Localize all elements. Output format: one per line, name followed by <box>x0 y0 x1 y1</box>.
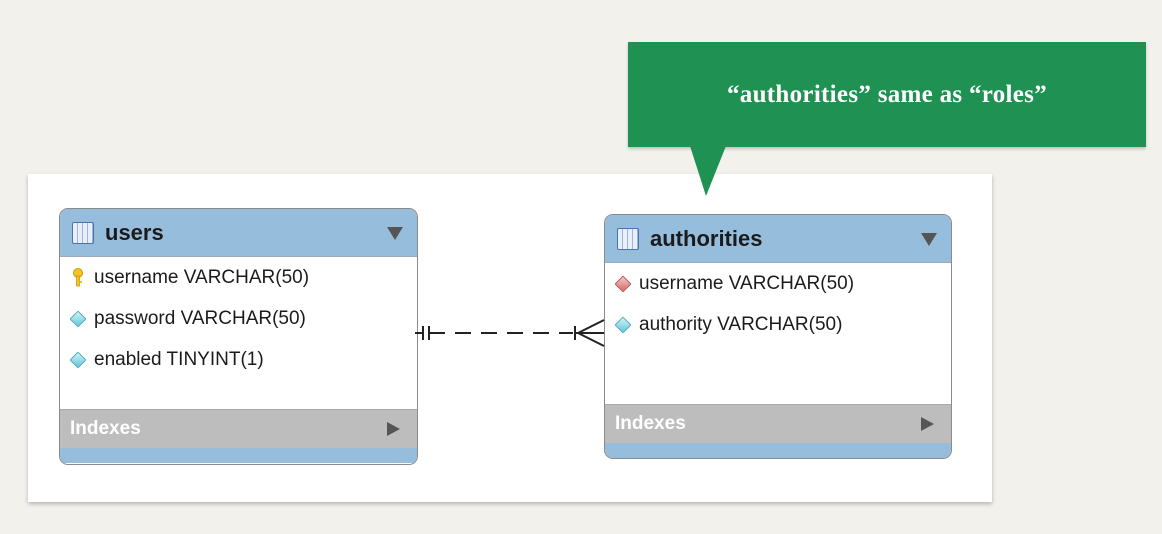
column-label: password VARCHAR(50) <box>94 307 306 329</box>
table-header[interactable]: authorities <box>605 215 951 263</box>
table-icon <box>72 221 94 244</box>
indexes-label: Indexes <box>70 418 141 439</box>
column-label: authority VARCHAR(50) <box>639 313 843 335</box>
authorities-table[interactable]: authorities username VARCHAR(50) authori… <box>604 214 952 459</box>
table-header[interactable]: users <box>60 209 417 257</box>
column-row[interactable]: enabled TINYINT(1) <box>60 339 417 380</box>
indexes-label: Indexes <box>615 413 686 434</box>
expand-arrow-icon[interactable] <box>921 417 934 431</box>
relationship-line[interactable] <box>415 318 607 348</box>
foreign-key-icon <box>614 275 632 292</box>
table-title: users <box>105 219 164 245</box>
column-label: username VARCHAR(50) <box>94 266 310 288</box>
indexes-section[interactable]: Indexes <box>605 404 951 443</box>
column-label: enabled TINYINT(1) <box>94 348 264 370</box>
callout-pointer <box>690 146 726 196</box>
column-row[interactable]: password VARCHAR(50) <box>60 298 417 339</box>
callout-box: “authorities” same as “roles” <box>628 42 1146 147</box>
column-diamond-icon <box>69 310 87 327</box>
column-diamond-icon <box>69 351 87 368</box>
table-title: authorities <box>650 225 763 251</box>
callout-text: “authorities” same as “roles” <box>726 80 1047 108</box>
table-icon <box>617 227 639 250</box>
column-diamond-icon <box>614 316 632 333</box>
users-table[interactable]: users username VARCHAR(50) password VARC… <box>59 208 418 465</box>
table-footer <box>60 448 417 463</box>
column-row[interactable]: authority VARCHAR(50) <box>605 304 951 345</box>
column-row[interactable]: username VARCHAR(50) <box>60 257 417 298</box>
collapse-arrow-icon[interactable] <box>387 227 403 240</box>
column-row[interactable]: username VARCHAR(50) <box>605 263 951 304</box>
indexes-section[interactable]: Indexes <box>60 409 417 448</box>
column-label: username VARCHAR(50) <box>639 272 855 294</box>
collapse-arrow-icon[interactable] <box>921 233 937 246</box>
table-footer <box>605 443 951 458</box>
primary-key-icon <box>68 267 88 288</box>
expand-arrow-icon[interactable] <box>387 422 400 436</box>
